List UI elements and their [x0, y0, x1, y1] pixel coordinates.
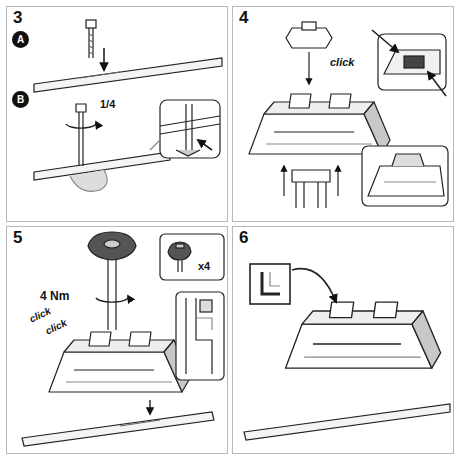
step-number: 6	[239, 229, 248, 248]
torque-value: 4 Nm	[40, 290, 69, 303]
step-panel: 3A B	[6, 6, 228, 222]
click-note: click	[28, 305, 53, 324]
step-panel: 5	[6, 226, 228, 454]
step-badge: B	[12, 91, 29, 108]
sub-step-letter: A	[17, 35, 24, 45]
step-number: 3	[13, 9, 22, 28]
click-note: click	[44, 317, 69, 336]
sub-step-letter: B	[17, 95, 24, 105]
turn-amount: 1/4	[100, 98, 115, 110]
step-panel: 6	[232, 226, 454, 454]
quantity: x4	[198, 260, 210, 272]
step-panel: 4	[232, 6, 454, 222]
step-badge: A	[12, 31, 29, 48]
click-note: click	[330, 56, 354, 68]
step-number: 5	[13, 229, 22, 248]
step-number: 4	[239, 9, 248, 28]
